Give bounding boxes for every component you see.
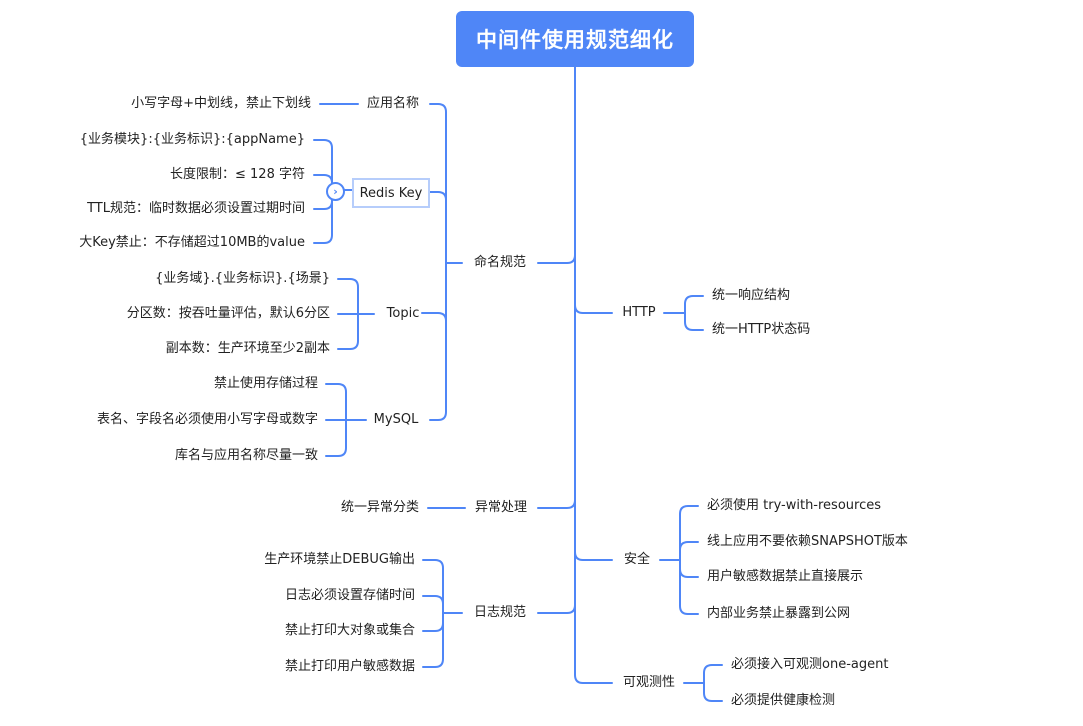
leaf-logging-1[interactable]: 生产环境禁止DEBUG输出 bbox=[264, 552, 415, 567]
branch-http bbox=[574, 304, 613, 314]
leaf-redis-3[interactable]: TTL规范：临时数据必须设置过期时间 bbox=[87, 201, 305, 216]
security-bracket bbox=[679, 505, 699, 615]
branch-naming bbox=[537, 254, 576, 264]
leaf-http-2[interactable]: 统一HTTP状态码 bbox=[712, 322, 811, 337]
leaf-redis-4[interactable]: 大Key禁止：不存储超过10MB的value bbox=[79, 235, 305, 250]
leaf-mysql-1[interactable]: 禁止使用存储过程 bbox=[213, 376, 318, 391]
http-bracket bbox=[684, 295, 704, 331]
naming-bracket bbox=[429, 103, 447, 421]
node-http[interactable]: HTTP bbox=[622, 305, 656, 320]
leaf-security-4[interactable]: 内部业务禁止暴露到公网 bbox=[707, 606, 851, 621]
node-app-name[interactable]: 应用名称 bbox=[366, 96, 420, 111]
node-mysql[interactable]: MySQL bbox=[373, 412, 419, 427]
observability-bracket bbox=[703, 664, 723, 702]
branch-security bbox=[574, 551, 613, 561]
node-security[interactable]: 安全 bbox=[623, 552, 651, 567]
leaf-exception-1[interactable]: 统一异常分类 bbox=[340, 500, 419, 515]
leaf-redis-1[interactable]: {业务模块}:{业务标识}:{appName} bbox=[79, 132, 305, 147]
leaf-logging-3[interactable]: 禁止打印大对象或集合 bbox=[284, 623, 415, 638]
leaf-app-name-1[interactable]: 小写字母+中划线，禁止下划线 bbox=[131, 96, 311, 111]
leaf-topic-2[interactable]: 分区数：按吞吐量评估，默认6分区 bbox=[126, 306, 330, 321]
branch-exception bbox=[537, 499, 576, 509]
node-logging[interactable]: 日志规范 bbox=[473, 605, 527, 620]
leaf-security-1[interactable]: 必须使用 try-with-resources bbox=[707, 498, 882, 513]
node-redis-key[interactable]: Redis Key bbox=[352, 178, 430, 208]
chevron-right-icon[interactable]: › bbox=[326, 182, 345, 201]
redis-key-label: Redis Key bbox=[359, 185, 423, 201]
leaf-redis-2[interactable]: 长度限制：≤ 128 字符 bbox=[170, 167, 305, 182]
node-exception[interactable]: 异常处理 bbox=[474, 500, 528, 515]
leaf-observability-2[interactable]: 必须提供健康检测 bbox=[731, 693, 836, 708]
leaf-mysql-2[interactable]: 表名、字段名必须使用小写字母或数字 bbox=[96, 412, 318, 427]
leaf-logging-2[interactable]: 日志必须设置存储时间 bbox=[284, 588, 415, 603]
leaf-security-3[interactable]: 用户敏感数据禁止直接展示 bbox=[707, 569, 864, 584]
leaf-topic-1[interactable]: {业务域}.{业务标识}.{场景} bbox=[155, 271, 330, 286]
node-naming[interactable]: 命名规范 bbox=[473, 255, 527, 270]
logging-bracket bbox=[422, 559, 444, 668]
node-topic[interactable]: Topic bbox=[386, 306, 420, 321]
root-node[interactable]: 中间件使用规范细化 bbox=[456, 11, 694, 67]
leaf-mysql-3[interactable]: 库名与应用名称尽量一致 bbox=[174, 448, 318, 463]
leaf-http-1[interactable]: 统一响应结构 bbox=[712, 288, 791, 303]
leaf-security-2[interactable]: 线上应用不要依赖SNAPSHOT版本 bbox=[707, 534, 908, 549]
branch-logging bbox=[537, 604, 576, 614]
root-title: 中间件使用规范细化 bbox=[476, 28, 674, 52]
leaf-logging-4[interactable]: 禁止打印用户敏感数据 bbox=[284, 659, 415, 674]
leaf-topic-3[interactable]: 副本数：生产环境至少2副本 bbox=[165, 341, 330, 356]
leaf-observability-1[interactable]: 必须接入可观测one-agent bbox=[731, 657, 889, 672]
node-observability[interactable]: 可观测性 bbox=[622, 675, 676, 690]
trunk-line bbox=[574, 66, 613, 684]
